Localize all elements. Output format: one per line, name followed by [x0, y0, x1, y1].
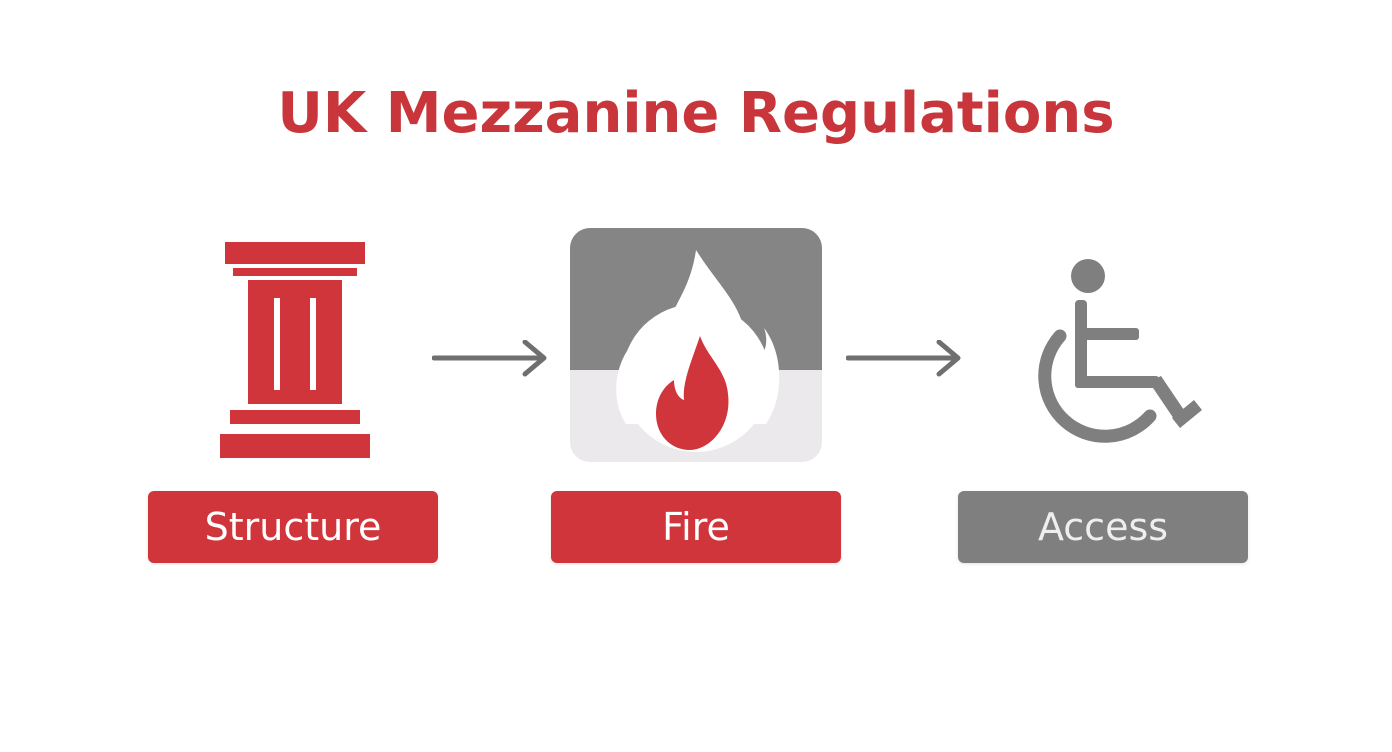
pillar-icon — [218, 240, 374, 462]
arrow-right-icon — [432, 340, 552, 380]
access-label: Access — [958, 491, 1248, 563]
arrow-right-icon — [846, 340, 966, 380]
fire-label: Fire — [551, 491, 841, 563]
structure-label: Structure — [148, 491, 438, 563]
page-title: UK Mezzanine Regulations — [277, 81, 1115, 146]
wheelchair-icon — [1030, 256, 1210, 452]
flame-icon — [570, 228, 824, 464]
